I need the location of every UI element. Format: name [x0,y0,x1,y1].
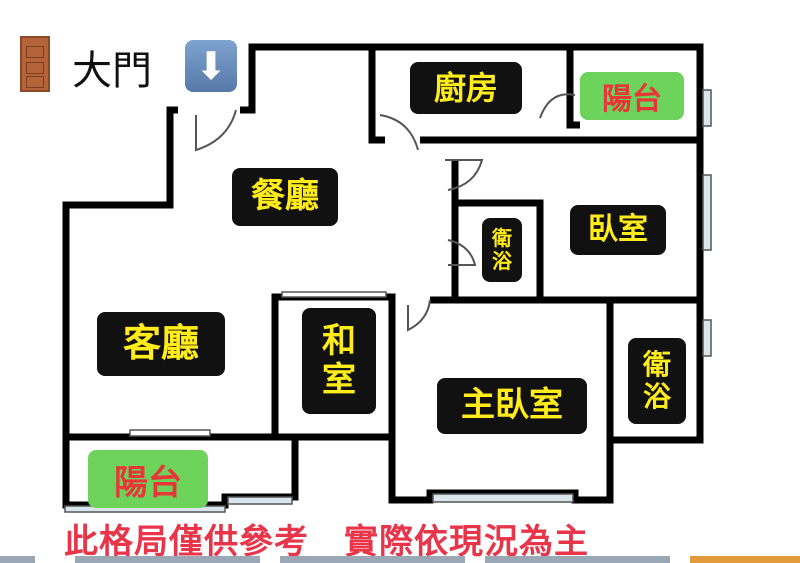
room-master-bedroom: 主臥室 [437,378,587,434]
disclaimer-note: 此格局僅供參考 實際依現況為主 [64,522,589,562]
thumbnail-strip [0,556,35,563]
door-icon [20,36,50,92]
room-bedroom: 臥室 [570,205,666,255]
room-master-bathroom: 衛 浴 [628,338,686,424]
room-balcony-top: 陽台 [580,72,684,120]
room-dining: 餐廳 [232,168,338,226]
entrance-title: 大門 [72,48,152,94]
room-living: 客廳 [97,312,225,376]
room-japanese: 和 室 [302,308,376,414]
down-arrow-icon: ⬇ [185,40,237,92]
room-bathroom: 衛 浴 [482,218,522,282]
room-kitchen: 廚房 [410,62,522,114]
room-balcony-bottom: 陽台 [88,450,208,508]
